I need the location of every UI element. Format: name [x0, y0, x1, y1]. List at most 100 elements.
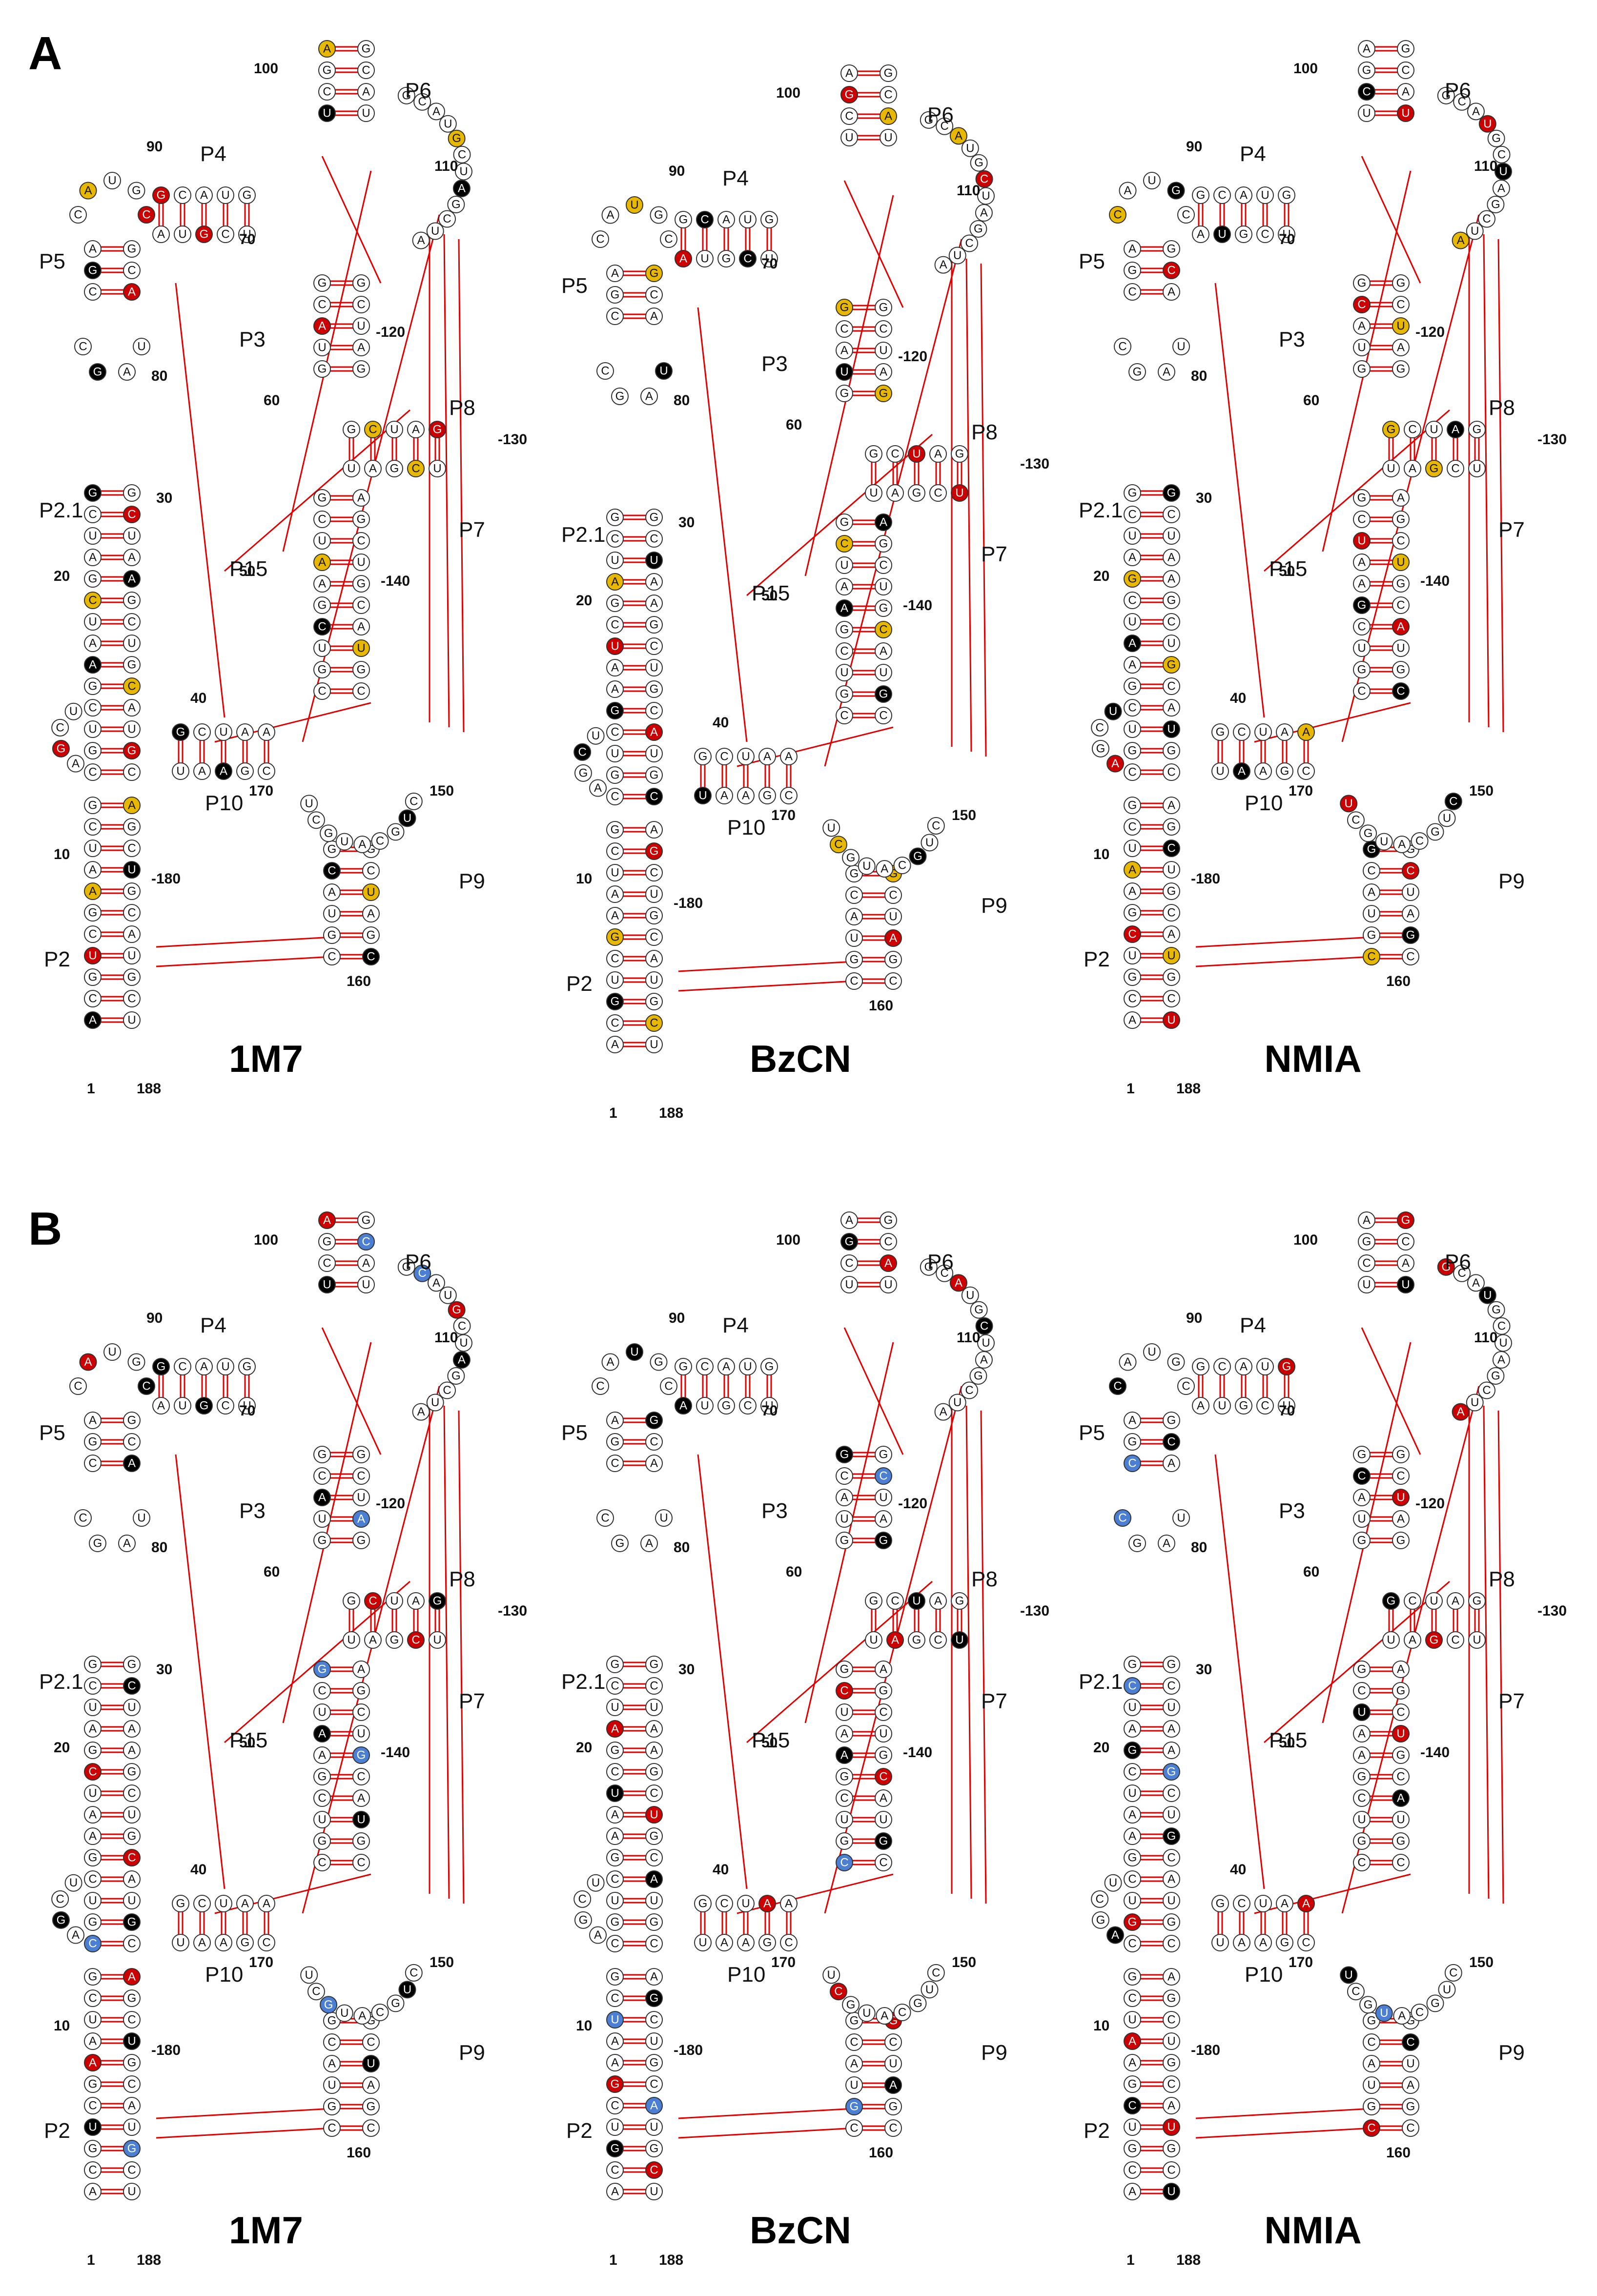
nucleotide: C	[123, 1433, 141, 1451]
nucleotide: C	[1109, 206, 1126, 224]
svg-text:A: A	[357, 620, 365, 634]
nucleotide: U	[961, 139, 979, 157]
position-label: 30	[1196, 490, 1212, 506]
svg-text:U: U	[1167, 2035, 1175, 2048]
nucleotide: U	[836, 664, 853, 681]
nucleotide: G	[313, 661, 331, 678]
nucleotide: G	[875, 385, 892, 402]
svg-text:A: A	[89, 658, 97, 672]
svg-text:C: C	[1128, 1680, 1136, 1693]
tertiary-contact-line	[1361, 156, 1421, 284]
position-label: 188	[659, 1105, 683, 1121]
nucleotide: U	[1124, 840, 1141, 857]
nucleotide: C	[323, 2033, 341, 2051]
svg-text:U: U	[127, 637, 136, 650]
svg-text:U: U	[650, 1894, 658, 1907]
nucleotide: U	[1213, 226, 1231, 243]
nucleotide: G	[1353, 1660, 1371, 1678]
nucleotide: C	[1124, 592, 1141, 609]
nucleotide: U	[645, 1806, 663, 1824]
nucleotide: A	[123, 549, 141, 566]
nucleotide: C	[836, 1854, 853, 1871]
nucleotide: C	[836, 320, 853, 338]
diagram-caption: BzCN	[750, 1037, 851, 1080]
nucleotide: G	[1163, 818, 1180, 836]
svg-text:A: A	[611, 1808, 619, 1822]
nucleotide: U	[1172, 1509, 1190, 1527]
nucleotide: G	[1425, 460, 1443, 477]
nucleotide: G	[1363, 840, 1380, 858]
nucleotide: G	[645, 1913, 663, 1931]
svg-text:C: C	[611, 533, 619, 546]
nucleotide: A	[84, 861, 102, 879]
svg-text:C: C	[262, 1936, 270, 1949]
nucleotide: G	[84, 1742, 102, 1759]
nucleotide: G	[842, 849, 860, 867]
svg-text:A: A	[241, 726, 249, 739]
svg-text:U: U	[318, 642, 326, 655]
nucleotide: G	[313, 1660, 331, 1678]
svg-text:C: C	[611, 952, 619, 965]
nucleotide: A	[84, 1011, 102, 1029]
svg-text:G: G	[452, 132, 461, 145]
position-label: 60	[264, 392, 280, 409]
nucleotide: U	[352, 554, 370, 571]
nucleotide: G	[387, 823, 405, 841]
svg-text:A: A	[1167, 2099, 1175, 2112]
nucleotide: U	[335, 2004, 353, 2022]
svg-text:U: U	[367, 886, 375, 899]
svg-text:G: G	[1167, 744, 1176, 758]
nucleotide: U	[606, 864, 624, 882]
svg-text:A: A	[1259, 765, 1267, 778]
svg-text:A: A	[1302, 726, 1310, 739]
nucleotide: G	[1163, 742, 1180, 759]
position-label: 170	[1289, 783, 1313, 799]
position-label: -180	[1191, 2042, 1220, 2058]
nucleotide: G	[1392, 1832, 1410, 1850]
nucleotide: C	[1163, 2075, 1180, 2093]
nucleotide: A	[1358, 1211, 1375, 1229]
nucleotide: G	[123, 818, 141, 836]
svg-text:G: G	[127, 2056, 137, 2070]
nucleotide: U	[822, 819, 840, 837]
nucleotide: G	[1124, 677, 1141, 695]
svg-text:G: G	[367, 929, 376, 942]
nucleotide: C	[193, 1895, 211, 1912]
nucleotide: G	[352, 511, 370, 528]
svg-text:C: C	[940, 120, 948, 133]
svg-text:G: G	[884, 1214, 893, 1227]
svg-text:A: A	[880, 1513, 887, 1526]
svg-text:C: C	[784, 1936, 793, 1949]
nucleotide: G	[323, 840, 341, 858]
nucleotide: A	[1119, 1353, 1137, 1371]
svg-text:C: C	[1261, 228, 1269, 241]
nucleotide: G	[1392, 1682, 1410, 1700]
svg-text:C: C	[850, 889, 858, 902]
svg-text:G: G	[698, 1897, 708, 1910]
nucleotide: G	[172, 723, 189, 741]
svg-text:G: G	[357, 577, 366, 591]
svg-text:A: A	[128, 2099, 136, 2112]
nucleotide: C	[592, 230, 609, 248]
nucleotide: C	[606, 842, 624, 860]
nucleotide: G	[845, 2098, 863, 2115]
nucleotide: C	[606, 950, 624, 967]
nucleotide: G	[320, 824, 338, 842]
svg-text:A: A	[72, 757, 80, 770]
svg-text:A: A	[1407, 2079, 1414, 2092]
nucleotide: U	[238, 1397, 256, 1414]
svg-text:G: G	[763, 789, 772, 802]
svg-text:U: U	[650, 2121, 658, 2134]
nucleotide: C	[74, 338, 92, 355]
nucleotide: C	[886, 1592, 904, 1610]
tertiary-contact-line	[980, 263, 987, 757]
nucleotide: A	[1124, 861, 1141, 879]
svg-text:G: G	[1128, 1744, 1137, 1757]
nucleotide: U	[1163, 2183, 1180, 2200]
nucleotide: U	[313, 639, 331, 657]
nucleotide: G	[1192, 186, 1209, 204]
svg-text:U: U	[137, 1512, 145, 1525]
svg-text:C: C	[1457, 1267, 1466, 1280]
nucleotide: G	[313, 1446, 331, 1463]
nucleotide: U	[977, 1334, 995, 1352]
